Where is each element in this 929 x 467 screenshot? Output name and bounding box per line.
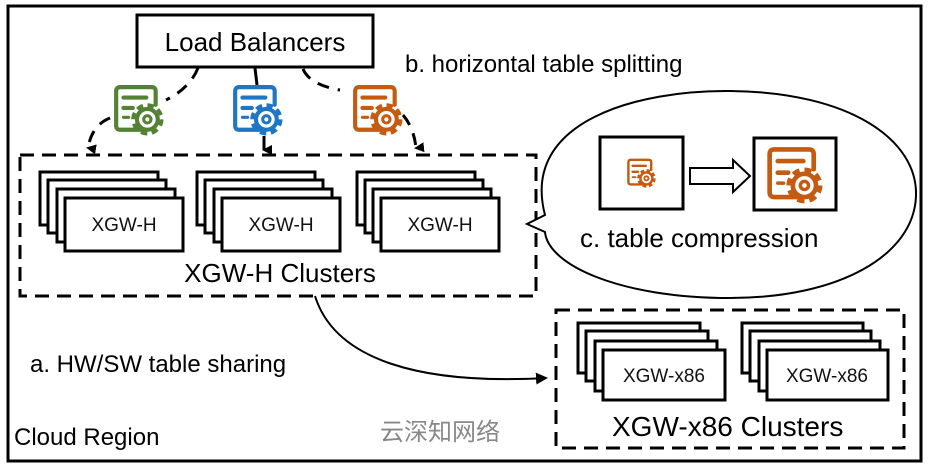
arrow-green-cluster1 [86, 116, 111, 155]
load-balancers-box[interactable]: Load Balancers [135, 13, 375, 69]
xgw-h-node-label: XGW-H [407, 215, 472, 236]
xgw-x86-stack-1[interactable]: XGW-x86 [576, 321, 727, 402]
arrow-table-sharing [314, 295, 548, 385]
xgw-h-stack-3[interactable]: XGW-H [355, 170, 501, 253]
xgw-h-stack-1[interactable]: XGW-H [38, 170, 185, 253]
cloud-region-frame [6, 4, 923, 463]
xgw-h-node-label: XGW-H [248, 215, 313, 236]
annotation-table-sharing: a. HW/SW table sharing [30, 351, 286, 378]
compression-arrow-icon [689, 157, 752, 195]
xgw-x86-clusters-label: XGW-x86 Clusters [612, 411, 843, 442]
annotation-table-compression: c. table compression [580, 223, 818, 253]
xgw-h-node-label: XGW-H [91, 215, 156, 236]
cloud-region-label: Cloud Region [14, 424, 159, 451]
arrow-orange-cluster3 [401, 114, 425, 153]
xgw-h-clusters-box [18, 153, 538, 298]
xgw-h-clusters-label: XGW-H Clusters [184, 258, 376, 288]
load-balancers-label: Load Balancers [165, 27, 346, 57]
connector-lb-green [165, 67, 200, 102]
table-config-icon-orange [355, 87, 400, 133]
xgw-x86-node-label: XGW-x86 [623, 366, 705, 387]
xgw-x86-node-label: XGW-x86 [786, 366, 868, 387]
xgw-h-stack-2[interactable]: XGW-H [195, 170, 342, 253]
annotation-horizontal-splitting: b. horizontal table splitting [405, 51, 683, 78]
compression-callout-bubble [524, 89, 918, 300]
connector-lb-orange [301, 68, 341, 92]
connector-lb-blue [253, 67, 259, 86]
xgw-x86-stack-2[interactable]: XGW-x86 [740, 321, 890, 402]
table-config-icon-blue [235, 87, 280, 133]
table-config-icon-green [116, 87, 161, 133]
xgw-x86-clusters-box [554, 308, 906, 450]
watermark: 云深知网络 [380, 418, 500, 446]
